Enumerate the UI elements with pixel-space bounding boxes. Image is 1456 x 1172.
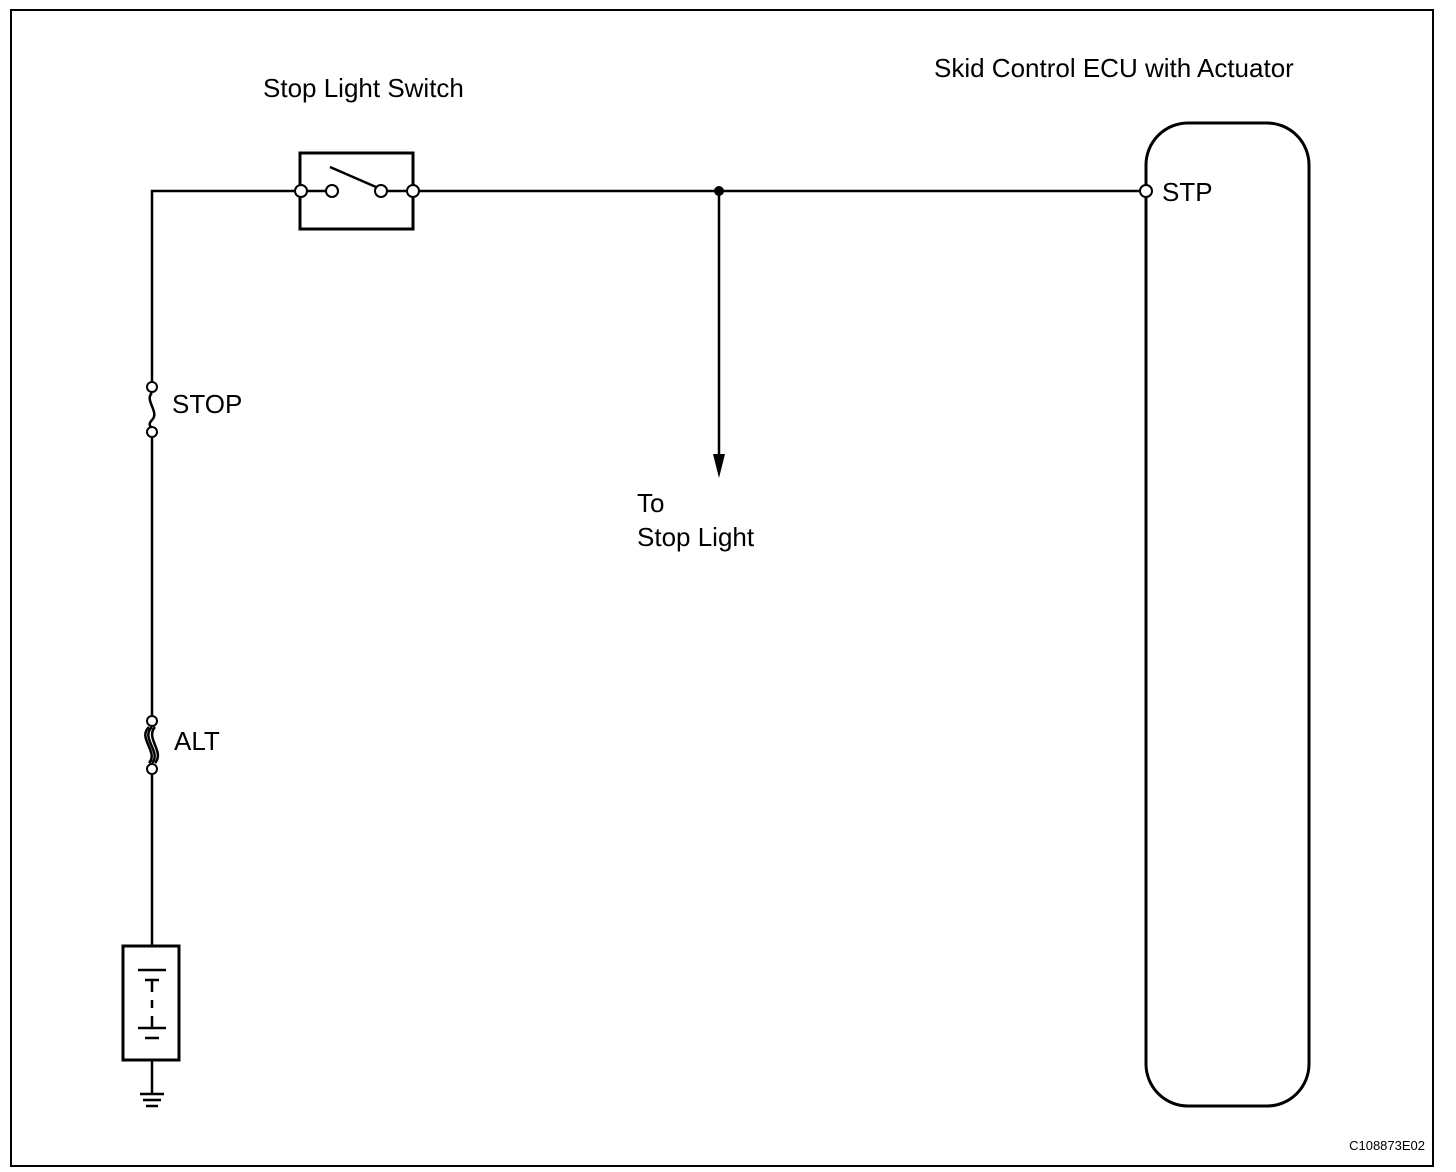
- battery-icon: [121, 944, 181, 1062]
- stop-light-switch-icon: [294, 151, 420, 231]
- diagram-frame: [10, 9, 1434, 1167]
- to-stop-light-label-line1: To: [637, 488, 664, 518]
- wire-switch-to-ecu: [419, 186, 1141, 478]
- figure-code: C108873E02: [1349, 1138, 1425, 1153]
- stop-fuse-icon: [146, 381, 158, 438]
- wire-battery-circuit: [150, 189, 301, 946]
- ecu-label: Skid Control ECU with Actuator: [934, 53, 1294, 83]
- skid-control-ecu-block: [1139, 121, 1311, 1108]
- stp-terminal-label: STP: [1162, 177, 1213, 207]
- stop-fuse-label: STOP: [172, 389, 242, 419]
- alt-fusible-link-icon: [144, 715, 160, 775]
- alt-fuse-label: ALT: [174, 726, 220, 756]
- ground-icon: [140, 1060, 164, 1108]
- to-stop-light-label-line2: Stop Light: [637, 522, 755, 552]
- stop-light-switch-label: Stop Light Switch: [263, 73, 464, 103]
